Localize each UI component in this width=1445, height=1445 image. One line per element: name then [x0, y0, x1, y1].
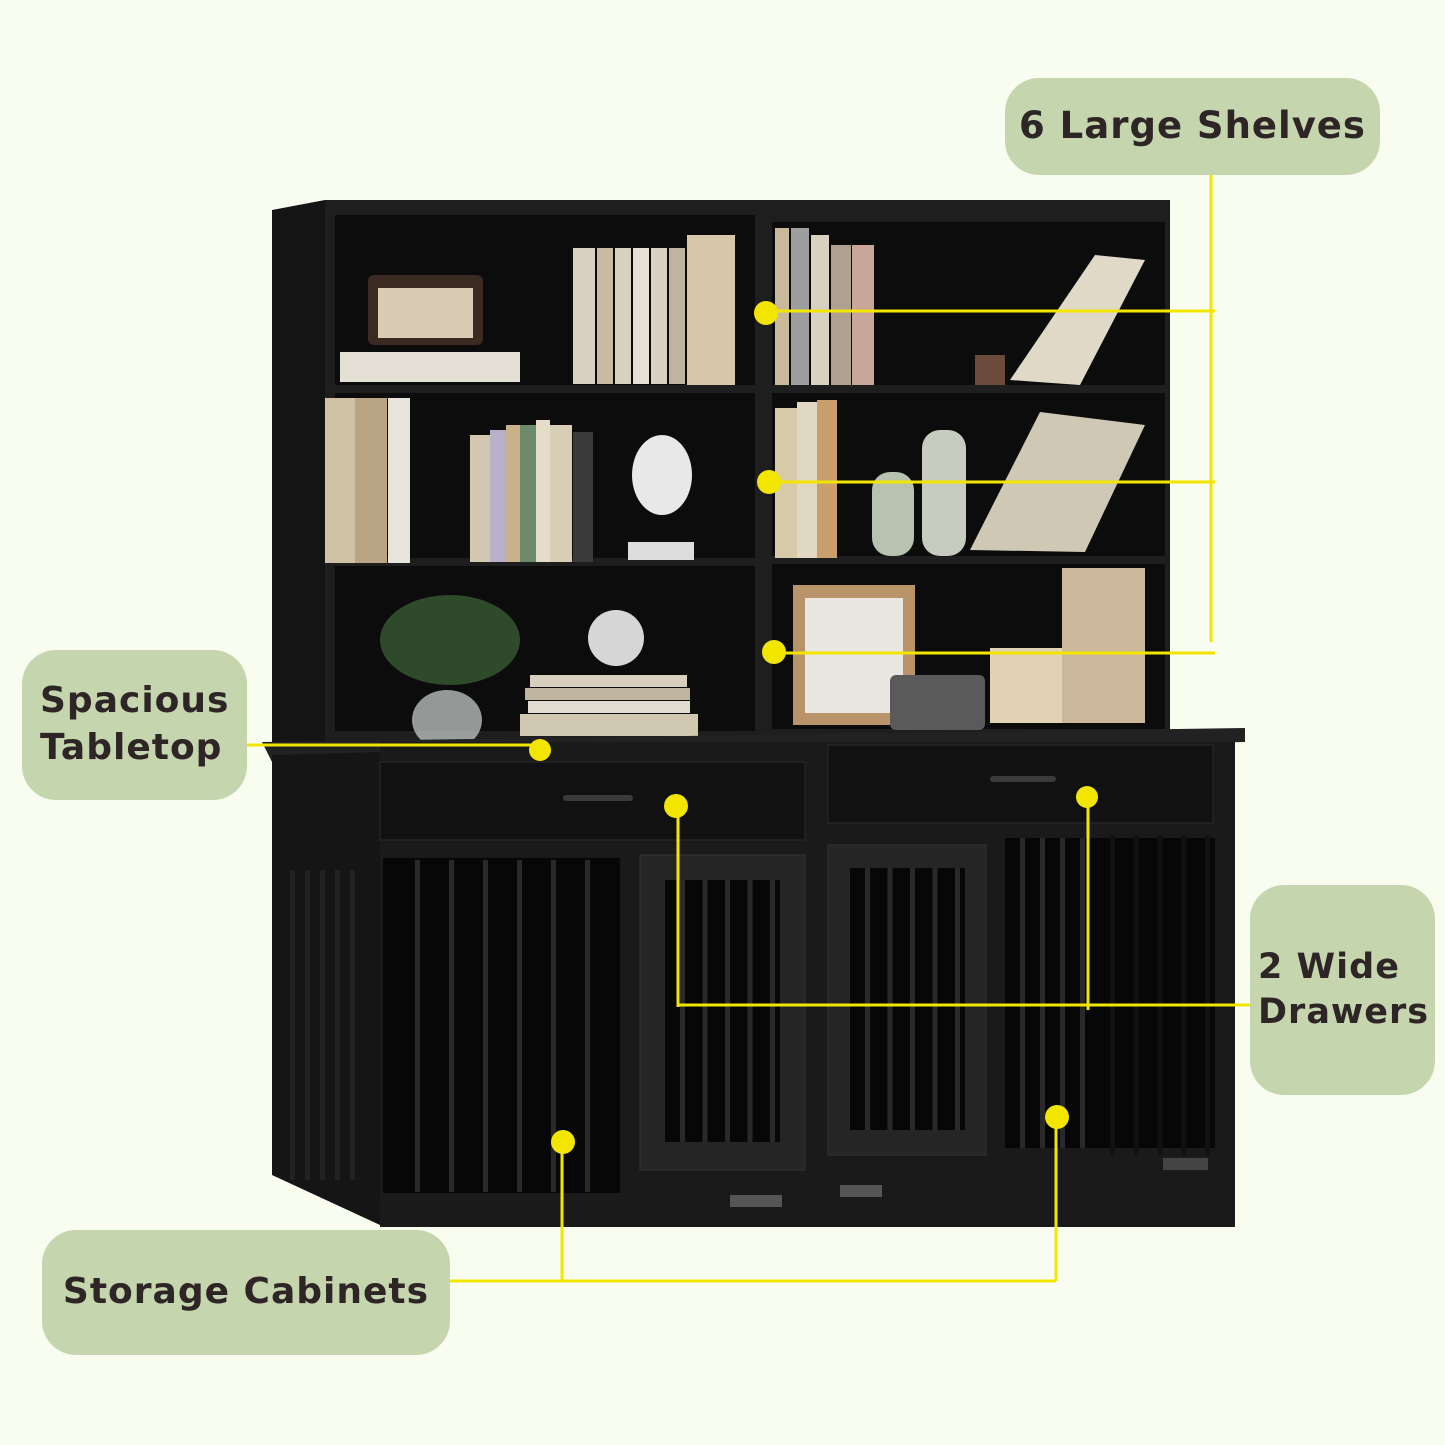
callout-label: Drawers — [1258, 992, 1430, 1032]
callout-label: Tabletop — [40, 727, 223, 768]
cabinet-bar — [1080, 838, 1085, 1148]
cabinet-bar — [320, 870, 325, 1180]
cabinet-bar — [585, 860, 590, 1192]
cabinet-bar — [335, 870, 340, 1180]
callout-label: 6 Large Shelves — [1019, 104, 1366, 148]
cabinet-bar — [1020, 838, 1025, 1148]
cabinet-bar — [702, 880, 708, 1142]
cabinet-bar — [551, 860, 556, 1192]
callout-label: 2 Wide — [1258, 946, 1400, 987]
cabinet-bar — [932, 868, 938, 1130]
cabinet-bar — [680, 880, 685, 1142]
callout-spacious-tabletop: Spacious Tabletop — [22, 650, 247, 800]
cabinet-bar — [415, 860, 420, 1192]
cabinet-bar — [517, 860, 522, 1192]
base-cabinet — [272, 742, 1235, 1227]
callout-dots — [529, 301, 1098, 1154]
bookshelf-hutch — [272, 200, 1170, 750]
callout-2-wide-drawers: 2 Wide Drawers — [1250, 885, 1435, 1095]
cabinet-bar — [770, 880, 775, 1142]
right-drawer — [827, 744, 1214, 824]
cabinet-bar — [747, 880, 753, 1142]
callout-label: Spacious — [40, 680, 230, 722]
cabinet-bar — [1157, 835, 1163, 1155]
cabinet-bar — [955, 868, 960, 1130]
cabinet-bar — [1133, 835, 1139, 1155]
cabinet-bar — [1040, 838, 1045, 1148]
cabinet-bar — [483, 860, 488, 1192]
callout-label: Storage Cabinets — [62, 1271, 430, 1313]
cabinet-bar — [887, 868, 893, 1130]
callout-6-large-shelves: 6 Large Shelves — [1005, 78, 1380, 175]
cabinet-bar — [1205, 835, 1210, 1155]
callout-lines — [247, 175, 1250, 1283]
cabinet-bar — [1060, 838, 1065, 1148]
callout-storage-cabinets: Storage Cabinets — [42, 1230, 450, 1355]
cabinet-bar — [910, 868, 915, 1130]
cabinet-bar — [449, 860, 454, 1192]
cabinet-bar — [865, 868, 870, 1130]
cabinet-bar — [350, 870, 355, 1180]
cabinet-bar — [1181, 835, 1187, 1155]
cabinet-bar — [290, 870, 295, 1180]
cabinet-bar — [305, 870, 310, 1180]
cabinet-bar — [725, 880, 730, 1142]
cabinet-bar — [1110, 835, 1115, 1155]
